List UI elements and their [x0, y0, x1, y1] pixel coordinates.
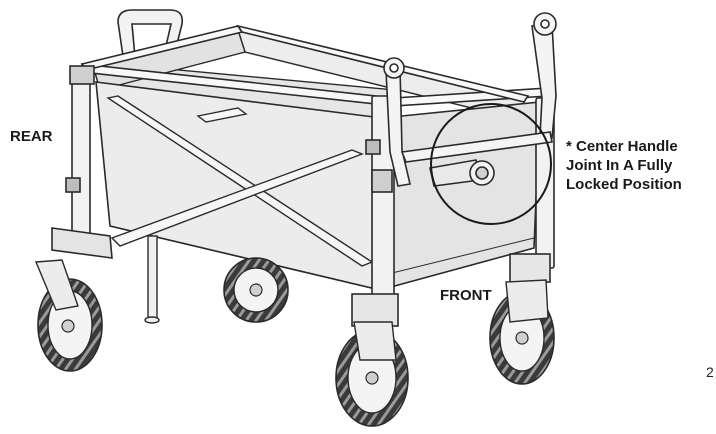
callout-circle: [430, 103, 552, 225]
callout-line-2: Joint In A Fully: [566, 157, 673, 174]
center-handle: [383, 12, 557, 187]
rear-corner-post: [51, 65, 113, 259]
callout-line-3: Locked Position: [566, 176, 682, 193]
front-corner-post: [351, 95, 399, 327]
rear-label: REAR: [10, 128, 53, 145]
center-handle-callout: * Center Handle Joint In A Fully Locked …: [566, 137, 716, 194]
edge-mark: 2: [706, 364, 714, 380]
front-label: FRONT: [440, 287, 492, 304]
side-fabric-panel: [95, 81, 541, 292]
center-leg: [144, 235, 160, 324]
wheel-front-left: [335, 321, 409, 427]
wheel-rear-left: [34, 259, 103, 372]
callout-line-1: * Center Handle: [566, 138, 678, 155]
wheel-front-right: [489, 279, 555, 385]
wheel-rear-right: [223, 257, 289, 323]
